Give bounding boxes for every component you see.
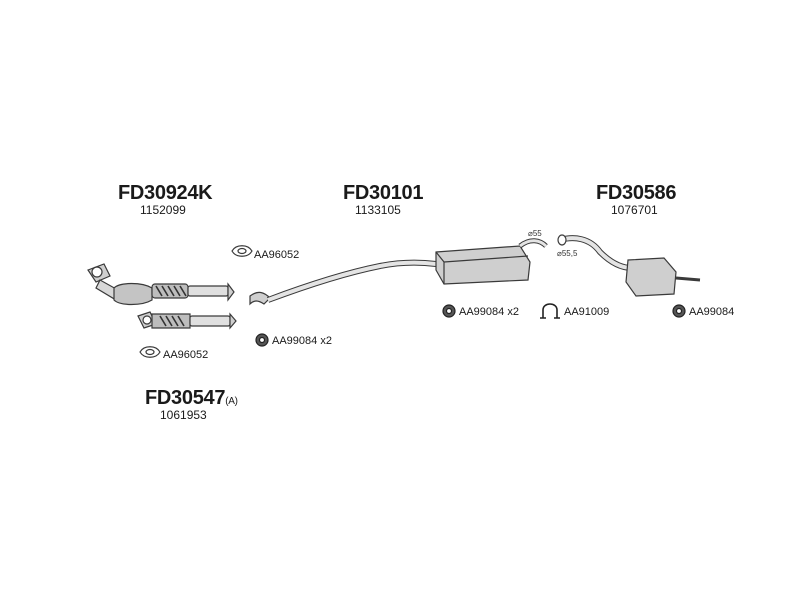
- part-code-front-pipe-a-suffix: (A): [225, 396, 238, 407]
- gasket-upper-icon: [231, 245, 253, 257]
- part-code-middle-silencer: FD30101: [343, 182, 424, 204]
- clamp-icon: [540, 303, 560, 319]
- rubber-mount-rear-icon: [672, 304, 686, 318]
- part-number-rear-silencer: 1076701: [611, 203, 658, 217]
- part-code-rear-silencer: FD30586: [596, 182, 677, 204]
- gasket-lower-icon: [139, 346, 161, 358]
- part-number-front-pipe-k: 1152099: [140, 203, 186, 217]
- rubber-mount-middle-icon: [442, 304, 456, 318]
- accessory-label-gasket-upper: AA96052: [254, 249, 300, 261]
- front-pipe-catalyst-drawing: [87, 263, 235, 306]
- dimension-middle-outlet: ⌀55: [528, 229, 542, 238]
- rear-silencer-drawing: [557, 234, 701, 297]
- part-number-front-pipe-a: 1061953: [160, 408, 207, 422]
- accessory-label-mount-left: AA99084 x2: [272, 335, 332, 347]
- part-number-middle-silencer: 1133105: [355, 203, 401, 217]
- accessory-label-mount-rear: AA99084: [689, 306, 735, 318]
- middle-silencer-drawing: [249, 238, 548, 306]
- front-pipe-variant-drawing: [137, 311, 237, 330]
- accessory-label-clamp: AA91009: [564, 306, 610, 318]
- part-code-front-pipe-k: FD30924K: [118, 182, 213, 204]
- part-code-front-pipe-a-text: FD30547: [145, 387, 226, 409]
- accessory-label-gasket-lower: AA96052: [163, 349, 209, 361]
- accessory-label-mount-middle: AA99084 x2: [459, 306, 519, 318]
- part-code-front-pipe-a: FD30547(A): [145, 387, 238, 410]
- dimension-rear-inlet: ⌀55,5: [557, 249, 578, 258]
- rubber-mount-left-icon: [255, 333, 269, 347]
